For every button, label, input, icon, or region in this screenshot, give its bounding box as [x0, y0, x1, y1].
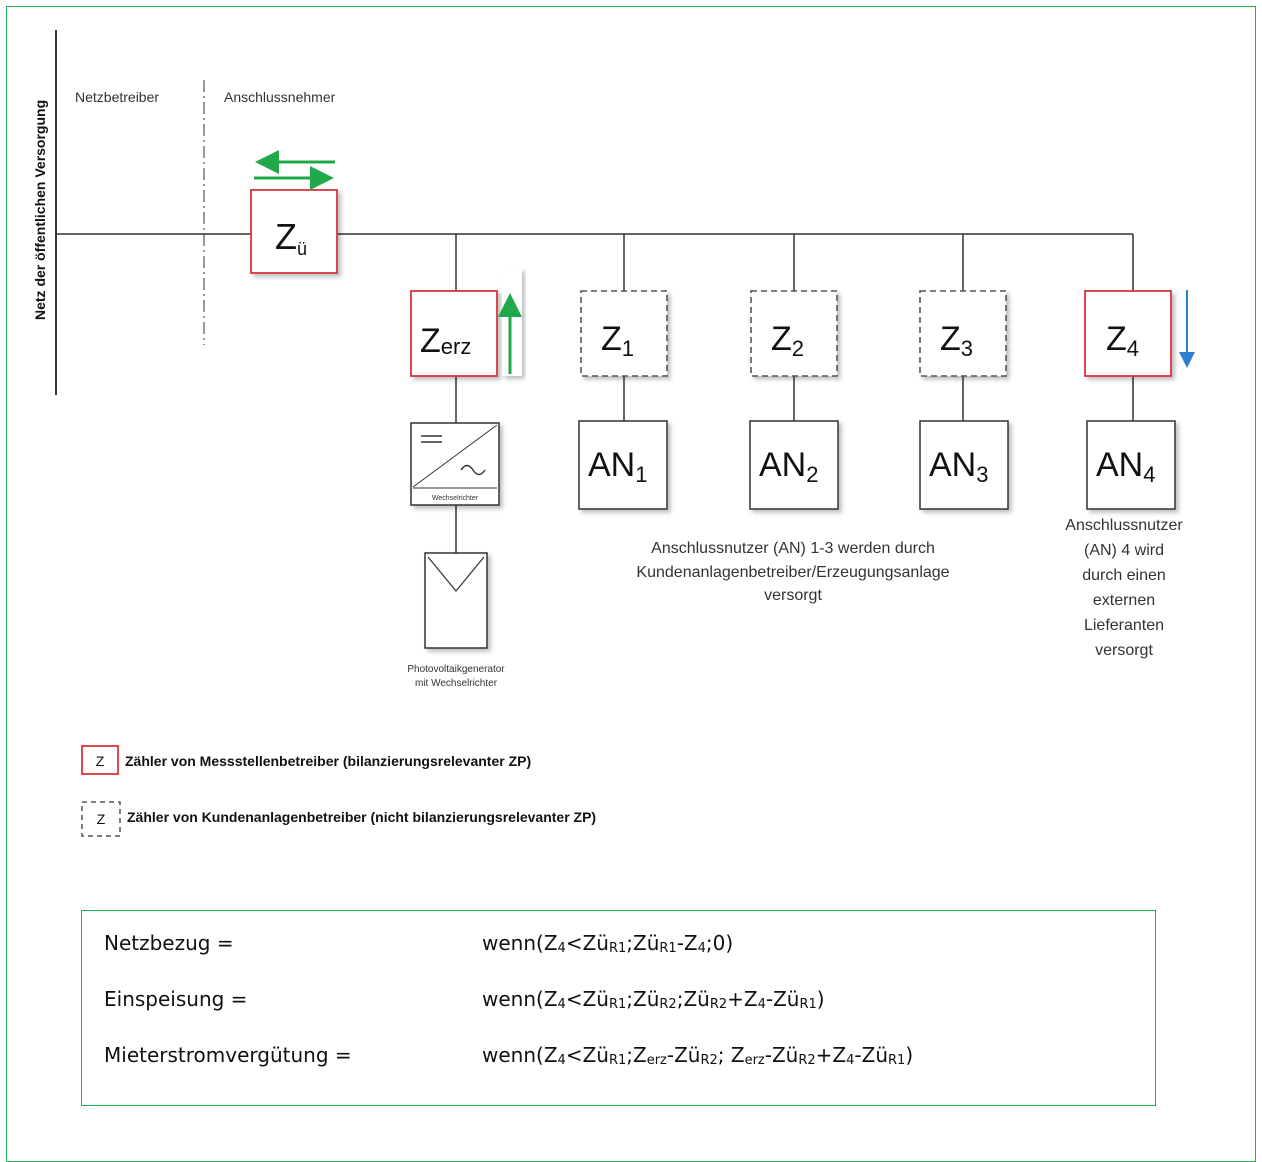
- svg-text:Z: Z: [97, 811, 106, 827]
- branch-lines: [455, 234, 1134, 553]
- consumer-an2: AN2: [749, 420, 839, 510]
- caption-an4-line2: (AN) 4 wird: [1084, 542, 1164, 559]
- formula-expr-mieterstrom: wenn(Z4<ZüR1;Zerz-ZüR2; Zerz-ZüR2+Z4-ZüR…: [482, 1043, 914, 1068]
- consumer-an4: AN4: [1086, 420, 1176, 510]
- pv-label-line2: mit Wechselrichter: [415, 678, 498, 689]
- meter-z3: Z3: [919, 290, 1007, 377]
- formula-label-mieterstrom: Mieterstromvergütung =: [104, 1043, 352, 1067]
- meter-z1: Z1: [580, 290, 668, 377]
- caption-an4-line3: durch einen: [1082, 567, 1166, 584]
- caption-an4-line4: externen: [1093, 592, 1155, 609]
- legend-dashed-meter: Z Zähler von Kundenanlagenbetreiber (nic…: [81, 801, 596, 837]
- pv-label-line1: Photovoltaikgenerator: [407, 664, 505, 675]
- legend-dashed-text: Zähler von Kundenanlagenbetreiber (nicht…: [127, 809, 596, 825]
- meter-diagram: Netz der öffentlichen Versorgung Netzbet…: [32, 30, 1195, 837]
- caption-an13-line3: versorgt: [764, 587, 822, 604]
- caption-an4-line5: Lieferanten: [1084, 617, 1164, 634]
- meter-z2: Z2: [750, 290, 838, 377]
- caption-an4-line1: Anschlussnutzer: [1065, 517, 1183, 534]
- svg-text:AN4: AN4: [1096, 446, 1155, 487]
- caption-an13-line1: Anschlussnutzer (AN) 1-3 werden durch: [651, 540, 935, 557]
- public-grid-label: Netz der öffentlichen Versorgung: [32, 100, 48, 320]
- svg-text:Zü: Zü: [275, 216, 307, 259]
- legend-red-text: Zähler von Messstellenbetreiber (bilanzi…: [125, 753, 531, 769]
- formula-label-einspeisung: Einspeisung =: [104, 987, 248, 1011]
- formula-box: Netzbezug = wenn(Z4<ZüR1;ZüR1-Z4;0) Eins…: [81, 910, 1156, 1106]
- meter-z4: Z4: [1084, 290, 1172, 377]
- meter-zerz: Zerz: [410, 290, 498, 377]
- meter-zu: Zü: [250, 189, 338, 274]
- svg-text:Z4: Z4: [1106, 320, 1139, 361]
- pv-generator-icon: [424, 552, 488, 649]
- svg-text:Z1: Z1: [601, 320, 634, 361]
- consumer-an3: AN3: [919, 420, 1009, 510]
- svg-text:AN2: AN2: [759, 446, 818, 487]
- caption-an13-line2: Kundenanlagenbetreiber/Erzeugungsanlage: [636, 564, 949, 581]
- formula-label-netzbezug: Netzbezug =: [104, 931, 234, 955]
- svg-text:AN3: AN3: [929, 446, 988, 487]
- svg-text:AN1: AN1: [588, 446, 647, 487]
- legend-red-meter: Z Zähler von Messstellenbetreiber (bilan…: [81, 745, 531, 775]
- svg-text:Z2: Z2: [771, 320, 804, 361]
- caption-an4-line6: versorgt: [1095, 642, 1153, 659]
- svg-text:Zerz: Zerz: [420, 322, 471, 360]
- section-anschlussnehmer: Anschlussnehmer: [224, 89, 336, 105]
- section-netzbetreiber: Netzbetreiber: [75, 89, 159, 105]
- consumer-an1: AN1: [578, 420, 668, 510]
- formula-expr-netzbezug: wenn(Z4<ZüR1;ZüR1-Z4;0): [482, 931, 734, 956]
- svg-text:Z: Z: [96, 753, 105, 769]
- svg-text:Z3: Z3: [940, 320, 973, 361]
- inverter-icon: [410, 422, 500, 506]
- bidirectional-arrows-icon: [254, 150, 335, 190]
- inverter-label: Wechselrichter: [432, 495, 479, 502]
- formula-expr-einspeisung: wenn(Z4<ZüR1;ZüR2;ZüR2+Z4-ZüR1): [482, 987, 825, 1012]
- generation-arrow-icon: [498, 268, 522, 376]
